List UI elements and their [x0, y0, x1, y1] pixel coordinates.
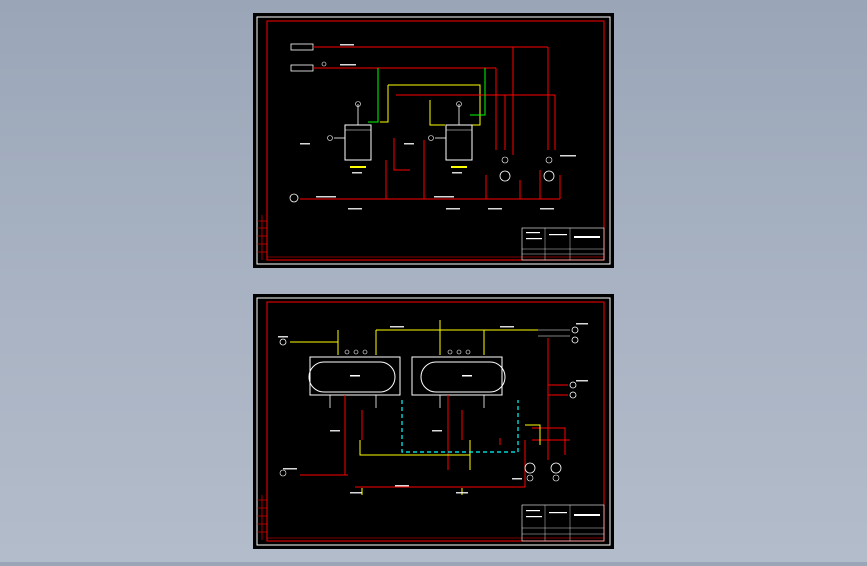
sheet-2-annotations [278, 323, 588, 494]
sheet-2-process-lines [300, 384, 570, 488]
process-sheet-2[interactable] [253, 294, 614, 549]
sheet-1-outer-border [256, 16, 611, 265]
sheet-1-frame [266, 20, 605, 261]
sheet-2-frame [266, 301, 605, 542]
sheet-1-title-block [521, 227, 605, 261]
sheet-2-inlet [279, 469, 287, 477]
tank-1[interactable] [327, 101, 372, 169]
sheet-1-right-drops [495, 47, 556, 155]
sheet-1-bottom-header [300, 138, 561, 200]
sheet-2-outlet-2 [569, 391, 577, 399]
sheet-1-background [253, 13, 614, 268]
sheet-1-feed-lines [290, 43, 548, 72]
tank-2[interactable] [428, 101, 473, 169]
horizontal-vessel-1[interactable] [308, 349, 401, 408]
sheet-1-annotations [300, 44, 576, 210]
sheet-2-pumps[interactable] [524, 462, 562, 482]
sheet-2-outer-border [256, 297, 611, 546]
sheet-2-title-block [521, 504, 605, 542]
process-sheet-1[interactable] [253, 13, 614, 268]
sheet-2-yellow-links [359, 424, 541, 495]
sheet-2-background [253, 294, 614, 549]
sheet-1-pumps[interactable] [289, 156, 555, 203]
sheet-1-utility-lines [368, 68, 555, 126]
horizontal-vessel-2[interactable] [411, 349, 506, 408]
sheet-1-margin-strip [257, 215, 267, 260]
sheet-2-margin-strip [257, 495, 267, 540]
sheet-2-outlet-1 [569, 381, 577, 389]
